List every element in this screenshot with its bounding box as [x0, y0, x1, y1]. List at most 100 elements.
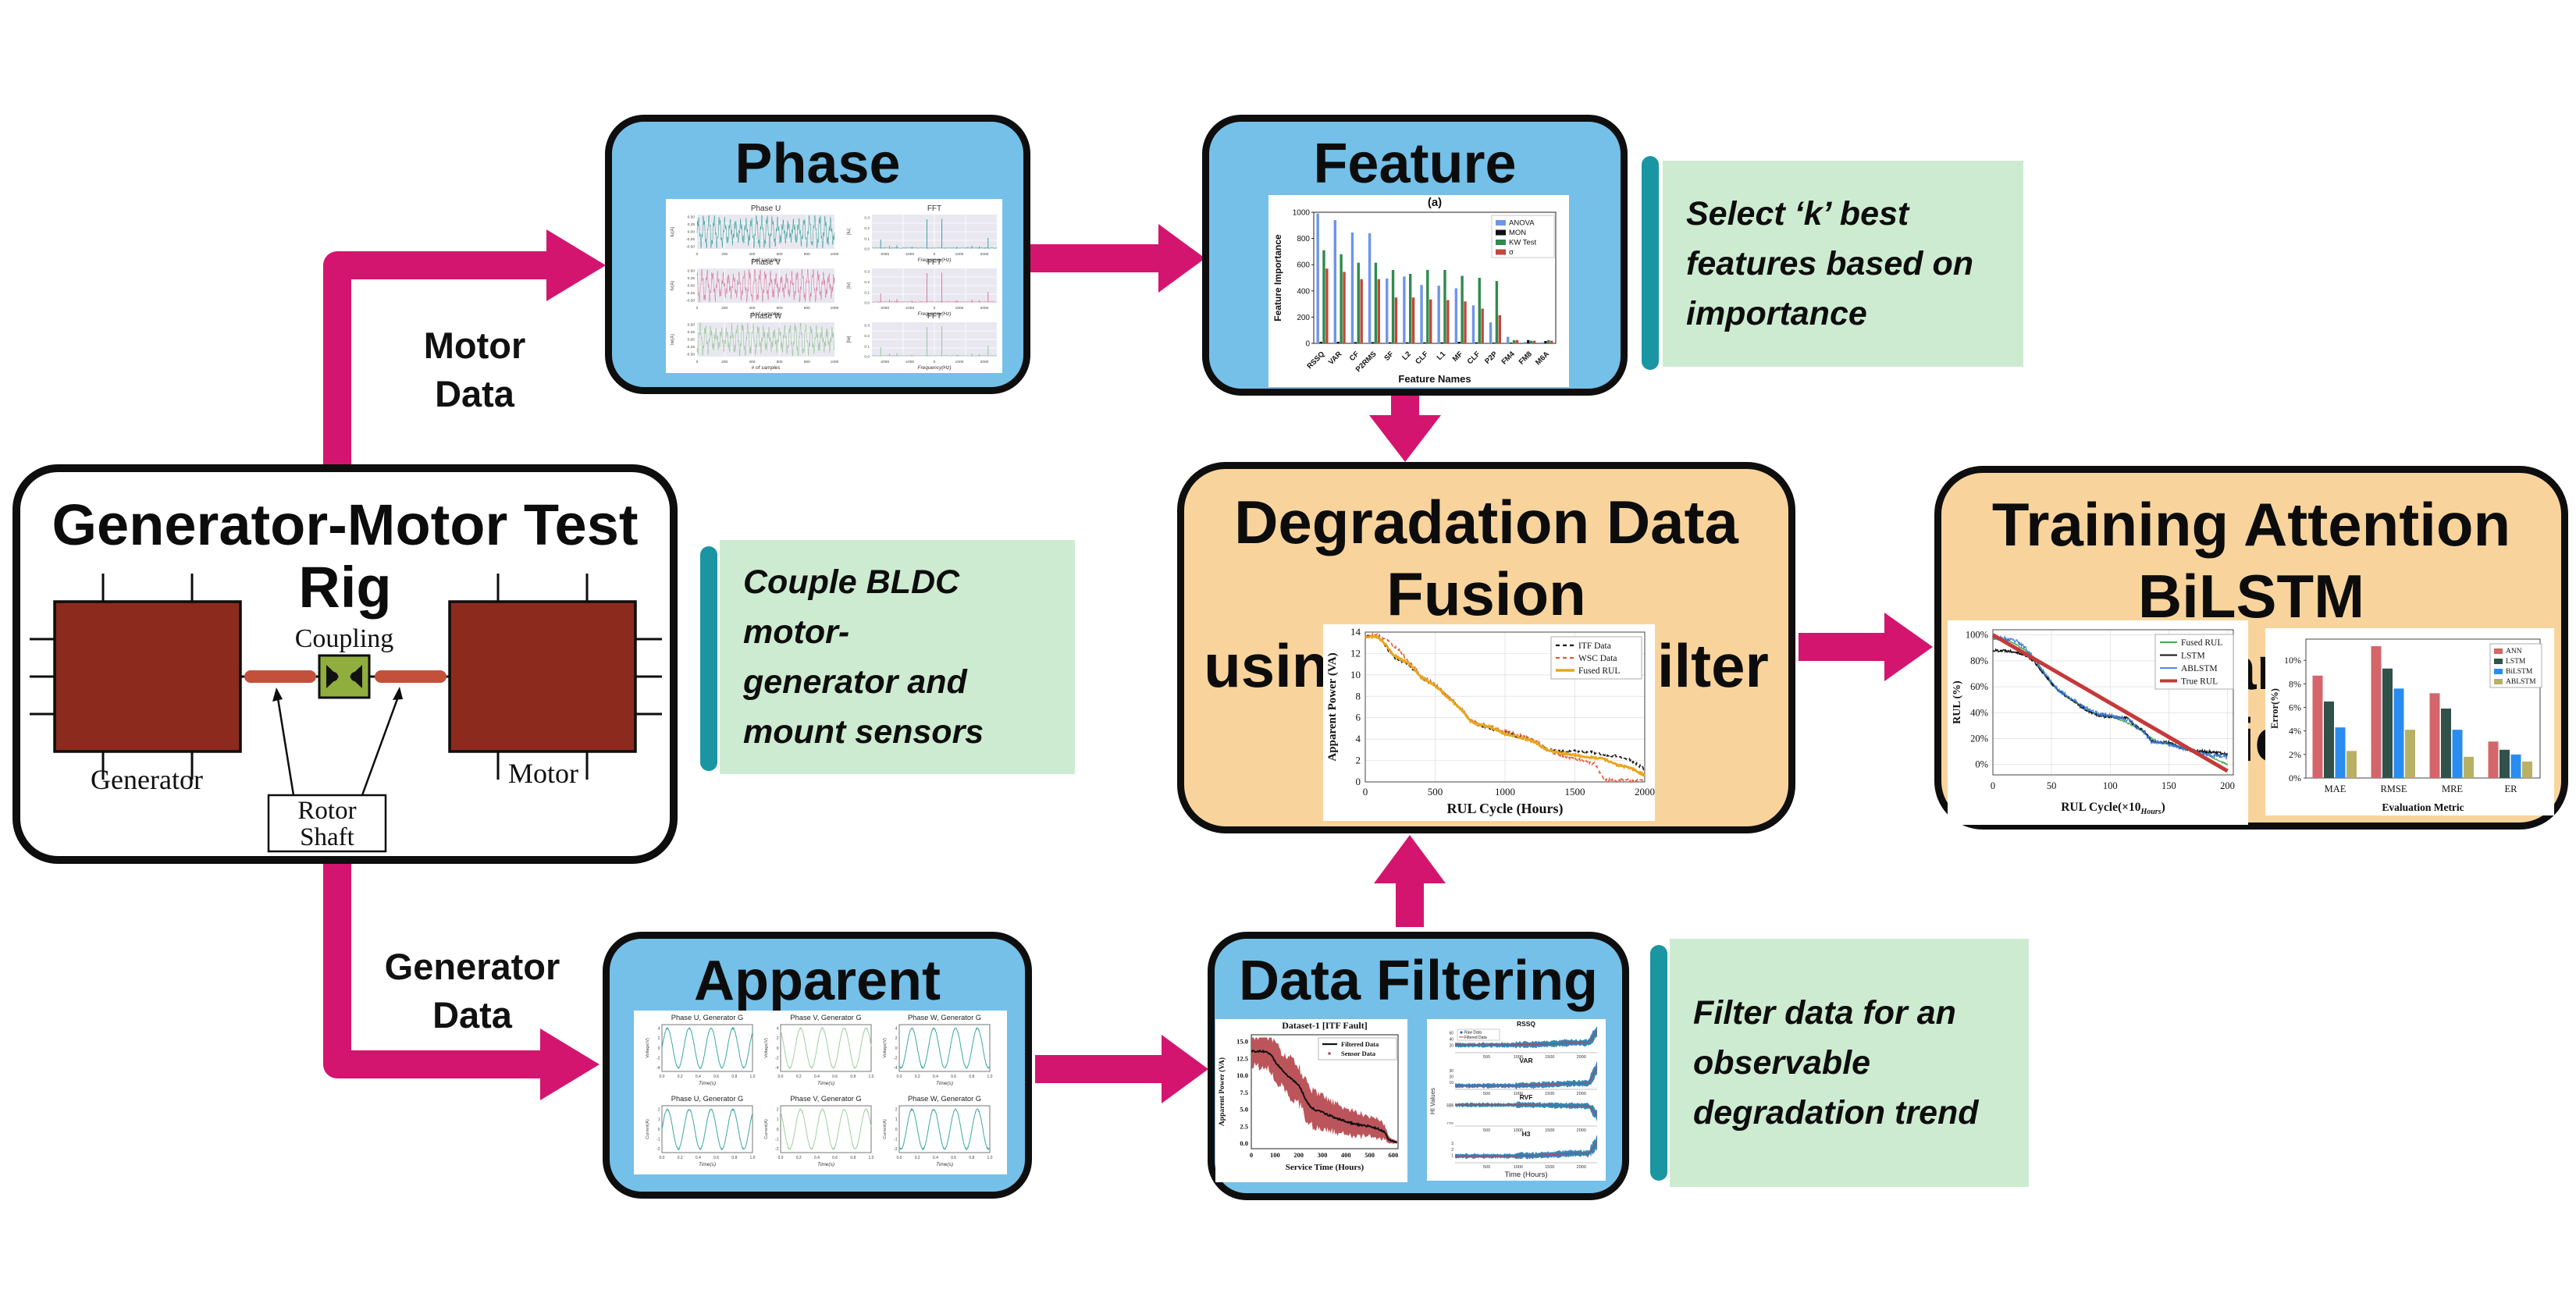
svg-text:4: 4	[895, 1026, 898, 1031]
svg-text:-2: -2	[656, 1147, 660, 1152]
svg-text:0.0: 0.0	[660, 1075, 665, 1079]
svg-text:0.6: 0.6	[713, 1075, 719, 1079]
svg-text:# of samples: # of samples	[752, 365, 781, 371]
svg-text:Service Time (Hours): Service Time (Hours)	[1286, 1163, 1364, 1172]
svg-text:# of samples: # of samples	[752, 311, 781, 317]
svg-text:100%: 100%	[1966, 630, 1988, 641]
svg-text:True RUL: True RUL	[2181, 677, 2218, 687]
svg-text:Phase U, Generator G: Phase U, Generator G	[671, 1014, 744, 1021]
svg-text:1.0: 1.0	[987, 1156, 993, 1160]
filtering-dataset-chart: Dataset-1 [ITF Fault]0.02.55.07.510.012.…	[1215, 1019, 1407, 1182]
svg-text:4%: 4%	[2289, 726, 2301, 737]
annotation-accent-bar	[700, 546, 717, 771]
svg-text:MF: MF	[1451, 350, 1465, 364]
svg-text:200: 200	[721, 306, 728, 311]
svg-text:1000: 1000	[955, 306, 964, 311]
rotor-shaft-label: Shaft	[300, 823, 354, 851]
svg-text:150: 150	[2161, 780, 2176, 791]
svg-text:1000: 1000	[1495, 786, 1515, 798]
svg-text:|Iv|: |Iv|	[847, 282, 852, 289]
svg-text:LSTM: LSTM	[2506, 658, 2526, 666]
svg-text:2000: 2000	[1577, 1092, 1586, 1096]
svg-text:60: 60	[1449, 1032, 1453, 1036]
svg-text:1000: 1000	[831, 306, 839, 311]
svg-text:500: 500	[1364, 1151, 1375, 1159]
arrowhead	[546, 229, 606, 301]
arrowhead	[1158, 224, 1205, 293]
svg-text:-1000: -1000	[905, 306, 915, 311]
svg-text:P2P: P2P	[1483, 350, 1500, 366]
svg-text:0: 0	[1250, 1151, 1253, 1159]
svg-text:Time(s): Time(s)	[936, 1162, 953, 1167]
svg-text:0.8: 0.8	[731, 1156, 737, 1160]
svg-text:-2000: -2000	[880, 252, 890, 257]
svg-text:Voltage(V): Voltage(V)	[883, 1038, 888, 1058]
svg-text:2: 2	[658, 1036, 660, 1041]
generator-block	[53, 600, 242, 753]
svg-text:0.0: 0.0	[897, 1156, 902, 1160]
svg-text:0.4: 0.4	[933, 1075, 938, 1079]
svg-text:0: 0	[658, 1046, 660, 1051]
svg-text:-0.25: -0.25	[686, 237, 695, 242]
svg-text:Fused RUL: Fused RUL	[2181, 638, 2222, 648]
svg-text:2000: 2000	[1577, 1128, 1586, 1133]
svg-text:0.4: 0.4	[814, 1075, 820, 1079]
svg-text:ABLSTM: ABLSTM	[2181, 664, 2218, 673]
couple-annotation: Couple BLDC motor- generator and mount s…	[720, 540, 1075, 774]
svg-text:0: 0	[934, 252, 936, 257]
svg-text:1: 1	[895, 1117, 898, 1122]
svg-text:0.4: 0.4	[933, 1156, 938, 1160]
svg-text:0.6: 0.6	[951, 1156, 956, 1160]
svg-text:-2000: -2000	[880, 360, 890, 364]
svg-text:Time(s): Time(s)	[699, 1162, 716, 1167]
svg-text:400: 400	[749, 252, 755, 257]
svg-text:500: 500	[1483, 1055, 1490, 1060]
svg-text:0.1: 0.1	[864, 344, 870, 349]
svg-text:0.2: 0.2	[915, 1156, 920, 1160]
svg-text:2000: 2000	[980, 306, 989, 311]
svg-text:0.2: 0.2	[796, 1156, 802, 1160]
svg-text:2: 2	[658, 1107, 660, 1112]
svg-text:-2: -2	[775, 1057, 779, 1061]
svg-text:SF: SF	[1382, 350, 1396, 363]
svg-text:0: 0	[696, 360, 699, 364]
svg-text:0.00: 0.00	[688, 284, 696, 289]
svg-text:FM4: FM4	[1500, 350, 1517, 367]
svg-text:MRE: MRE	[2442, 783, 2463, 794]
generator-motor-test-rig-box: Generator-Motor Test Rig Coup	[12, 464, 678, 864]
svg-text:200: 200	[2220, 780, 2235, 791]
svg-text:2000: 2000	[980, 360, 989, 364]
svg-text:-1000: -1000	[905, 252, 915, 257]
svg-text:Phase U, Generator G: Phase U, Generator G	[671, 1095, 744, 1103]
svg-text:15.0: 15.0	[1236, 1038, 1248, 1046]
svg-text:5.0: 5.0	[1240, 1106, 1248, 1114]
svg-text:0: 0	[1356, 776, 1361, 787]
svg-text:1: 1	[777, 1117, 779, 1122]
svg-text:0.3: 0.3	[864, 216, 870, 221]
svg-text:8: 8	[1356, 690, 1361, 702]
svg-text:0: 0	[777, 1046, 779, 1051]
svg-text:1.0: 1.0	[750, 1075, 756, 1079]
svg-text:-4: -4	[656, 1066, 660, 1071]
svg-text:600: 600	[1297, 261, 1310, 270]
svg-text:|Iu|: |Iu|	[847, 229, 852, 236]
svg-text:1000: 1000	[1514, 1128, 1523, 1133]
svg-text:800: 800	[804, 252, 810, 257]
svg-text:Sensor Data: Sensor Data	[1341, 1050, 1376, 1057]
svg-text:600: 600	[777, 252, 783, 257]
svg-text:-0.50: -0.50	[686, 353, 695, 357]
svg-text:200: 200	[721, 360, 728, 364]
coupling-ring-icon	[350, 672, 360, 681]
svg-text:RUL Cycle(×10Hours): RUL Cycle(×10Hours)	[2061, 801, 2165, 816]
svg-text:0.1: 0.1	[864, 290, 870, 295]
annotation-accent-bar	[1642, 156, 1659, 370]
svg-text:Time (Hours): Time (Hours)	[1504, 1171, 1547, 1179]
coupling-bowtie-icon	[350, 665, 362, 688]
svg-text:4: 4	[777, 1026, 779, 1031]
svg-text:FM8: FM8	[1517, 350, 1534, 366]
svg-text:-0.50: -0.50	[686, 299, 695, 304]
